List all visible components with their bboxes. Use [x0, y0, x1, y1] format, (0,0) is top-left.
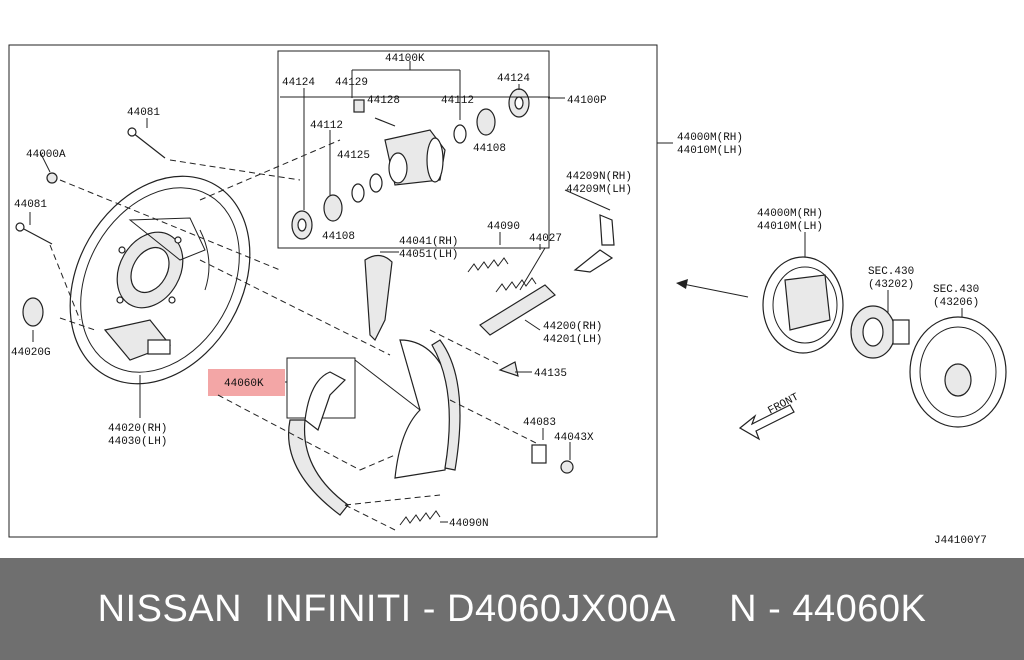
wheel-cylinder-drawing — [291, 88, 530, 240]
label-44081-top: 44081 — [127, 107, 160, 119]
diagram-canvas: 44100K 44124 44129 44128 44124 44112 441… — [8, 44, 1007, 547]
label-44090n: 44090N — [449, 518, 489, 530]
label-44125: 44125 — [337, 150, 370, 162]
label-44201: 44201(LH) — [543, 334, 602, 346]
springs-levers-drawing — [364, 214, 615, 474]
label-43202: (43202) — [868, 279, 914, 291]
part-number-text: NISSAN INFINITI - D4060JX00A N - 44060K — [97, 587, 927, 630]
label-44200: 44200(RH) — [543, 321, 602, 333]
label-44112-left: 44112 — [310, 120, 343, 132]
kit-box — [277, 50, 550, 249]
brake-shoes-drawing — [288, 339, 461, 526]
label-44128: 44128 — [367, 95, 400, 107]
label-44209n: 44209N(RH) — [566, 171, 632, 183]
label-44124-left: 44124 — [282, 77, 315, 89]
leader-lines — [29, 61, 963, 531]
label-44209m: 44209M(LH) — [566, 184, 632, 196]
diagram-code: J44100Y7 — [934, 535, 987, 547]
right-assembly-drawing — [676, 256, 1007, 441]
label-44010m-lh-right: 44010M(LH) — [757, 221, 823, 233]
label-44129: 44129 — [335, 77, 368, 89]
label-sec430-drum: SEC.430 — [933, 284, 979, 296]
label-44090: 44090 — [487, 221, 520, 233]
label-44060k: 44060K — [224, 378, 264, 390]
part-labels: 44100K 44124 44129 44128 44124 44112 441… — [11, 53, 987, 547]
left-small-parts — [15, 127, 166, 327]
label-44100p: 44100P — [567, 95, 607, 107]
label-44043x: 44043X — [554, 432, 594, 444]
parts-diagram: 44100K 44124 44129 44128 44124 44112 441… — [8, 44, 1007, 547]
label-44027: 44027 — [529, 233, 562, 245]
label-44108-left: 44108 — [322, 231, 355, 243]
label-44081-left: 44081 — [14, 199, 47, 211]
label-44083: 44083 — [523, 417, 556, 429]
label-43206: (43206) — [933, 297, 979, 309]
label-44000m-rh-right: 44000M(RH) — [757, 208, 823, 220]
label-44000a: 44000A — [26, 149, 66, 161]
label-44112-right: 44112 — [441, 95, 474, 107]
label-44135: 44135 — [534, 368, 567, 380]
label-44108-right: 44108 — [473, 143, 506, 155]
label-44124-right: 44124 — [497, 73, 530, 85]
label-sec430-hub: SEC.430 — [868, 266, 914, 278]
backing-plate-drawing — [69, 175, 251, 385]
label-44010m-lh-main: 44010M(LH) — [677, 145, 743, 157]
label-44041: 44041(RH) — [399, 236, 458, 248]
label-44100k: 44100K — [385, 53, 425, 65]
main-frame — [8, 44, 658, 538]
label-44030lh: 44030(LH) — [108, 436, 167, 448]
part-number-banner: NISSAN INFINITI - D4060JX00A N - 44060K — [0, 558, 1024, 660]
label-44000m-rh-main: 44000M(RH) — [677, 132, 743, 144]
label-44020rh: 44020(RH) — [108, 423, 167, 435]
highlight-box — [208, 369, 285, 396]
label-44051: 44051(LH) — [399, 249, 458, 261]
label-44020g: 44020G — [11, 347, 51, 359]
